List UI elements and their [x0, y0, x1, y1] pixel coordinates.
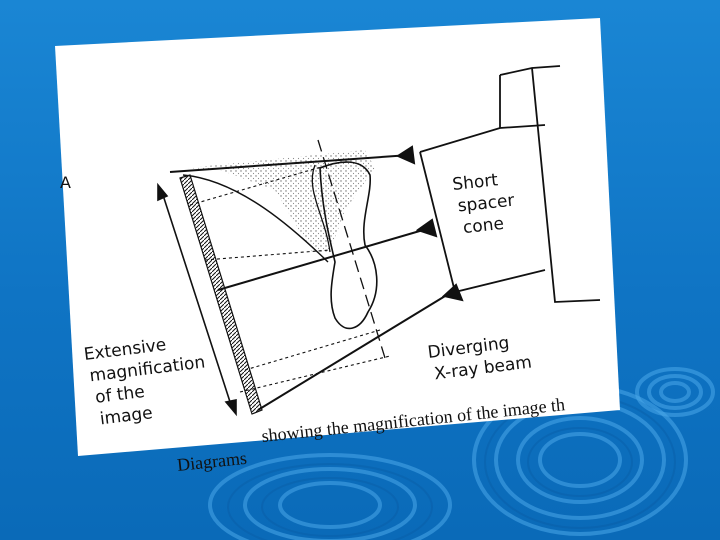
- svg-text:cone: cone: [462, 214, 505, 238]
- label-a: A: [60, 173, 71, 192]
- svg-text:Diagrams: Diagrams: [176, 448, 248, 475]
